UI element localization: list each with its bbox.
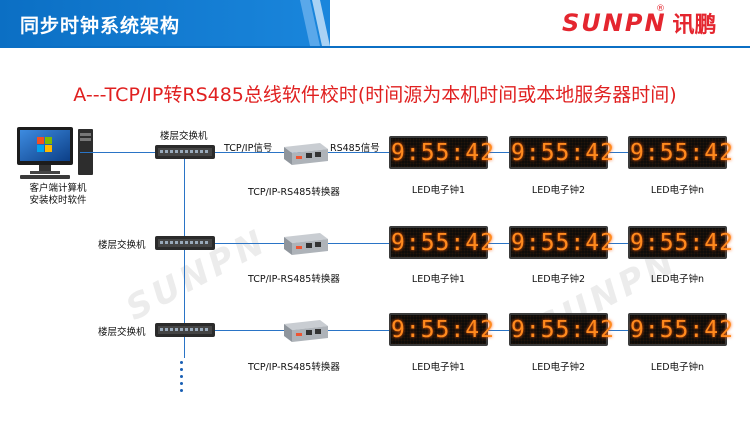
led-clock-display: 9:55:42	[628, 136, 734, 169]
led-clock-time: 9:55:42	[630, 138, 734, 167]
led-clock-label: LED电子钟2	[531, 274, 586, 285]
led-clock-label: LED电子钟2	[531, 362, 586, 373]
led-clock-display: 9:55:42	[509, 136, 615, 169]
led-clock-time: 9:55:42	[511, 228, 615, 257]
switch-label: 楼层交换机	[160, 131, 208, 142]
network-switch-icon	[155, 236, 215, 250]
logo-registered-mark: ®	[656, 4, 665, 14]
led-clock-label: LED电子钟2	[531, 185, 586, 196]
led-clock-time: 9:55:42	[511, 138, 615, 167]
computer-label-line1: 客户端计算机	[29, 183, 87, 194]
wire	[488, 243, 518, 244]
tcp-signal-label: TCP/IP信号	[224, 143, 273, 154]
header-bar: 同步时钟系统架构 SUNPN ® 讯鹏	[0, 0, 750, 46]
led-clock-label: LED电子钟1	[411, 362, 466, 373]
converter-device-icon	[284, 233, 328, 255]
led-clock-label: LED电子钟n	[650, 362, 705, 373]
led-clock-label: LED电子钟1	[411, 274, 466, 285]
led-clock-display: 9:55:42	[509, 226, 615, 259]
led-clock-label: LED电子钟n	[650, 185, 705, 196]
converter-label: TCP/IP-RS485转换器	[248, 362, 340, 373]
led-clock-time: 9:55:42	[391, 228, 495, 257]
wire	[608, 152, 638, 153]
led-clock-display: 9:55:42	[389, 313, 495, 346]
brand-logo: SUNPN ® 讯鹏	[562, 4, 717, 38]
computer-label-line2: 安装校时软件	[29, 195, 87, 206]
diagram-subtitle: A---TCP/IP转RS485总线软件校时(时间源为本机时间或本地服务器时间)	[73, 84, 677, 106]
wire	[488, 330, 518, 331]
led-clock-display: 9:55:42	[509, 313, 615, 346]
led-clock-display: 9:55:42	[628, 226, 734, 259]
led-clock-display: 9:55:42	[389, 136, 495, 169]
computer-label: 客户端计算机 安装校时软件	[18, 183, 98, 207]
led-clock-label: LED电子钟n	[650, 274, 705, 285]
logo-chinese-name: 讯鹏	[672, 13, 717, 38]
converter-device-icon	[284, 143, 328, 165]
wire	[608, 330, 638, 331]
switch-label: 楼层交换机	[98, 240, 146, 251]
wire	[184, 152, 185, 358]
wire	[608, 243, 638, 244]
led-clock-label: LED电子钟1	[411, 185, 466, 196]
page-title: 同步时钟系统架构	[20, 15, 181, 37]
converter-label: TCP/IP-RS485转换器	[248, 187, 340, 198]
led-clock-display: 9:55:42	[389, 226, 495, 259]
led-clock-time: 9:55:42	[391, 315, 495, 344]
wire	[80, 152, 390, 153]
led-clock-display: 9:55:42	[628, 313, 734, 346]
converter-label: TCP/IP-RS485转换器	[248, 274, 340, 285]
continuation-dots	[180, 361, 186, 396]
wire	[155, 330, 390, 331]
switch-label: 楼层交换机	[98, 327, 146, 338]
header-band	[0, 0, 330, 46]
logo-word: SUNPN	[562, 9, 667, 37]
led-clock-time: 9:55:42	[630, 315, 734, 344]
converter-device-icon	[284, 320, 328, 342]
led-clock-time: 9:55:42	[391, 138, 495, 167]
network-switch-icon	[155, 145, 215, 159]
rs485-signal-label: RS485信号	[330, 143, 380, 154]
led-clock-time: 9:55:42	[630, 228, 734, 257]
desktop-computer-icon	[17, 127, 93, 179]
network-switch-icon	[155, 323, 215, 337]
wire	[488, 152, 518, 153]
header-stripes	[300, 0, 330, 46]
wire	[155, 243, 390, 244]
led-clock-time: 9:55:42	[511, 315, 615, 344]
header-underline	[0, 46, 750, 48]
